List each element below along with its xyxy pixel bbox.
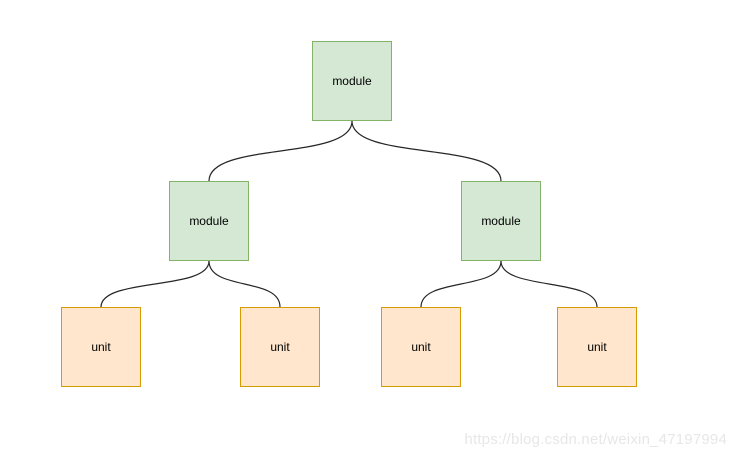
node-unit-1-label: unit — [91, 340, 111, 354]
node-module-right: module — [461, 181, 541, 261]
node-module-right-label: module — [481, 214, 521, 228]
edge-left-module-to-unit-2 — [208, 260, 281, 308]
node-unit-3: unit — [381, 307, 461, 387]
node-unit-4: unit — [557, 307, 637, 387]
node-unit-1: unit — [61, 307, 141, 387]
edge-right-module-to-unit-4 — [500, 260, 598, 308]
node-module-root-label: module — [332, 74, 372, 88]
edge-root-to-right-module — [351, 120, 502, 182]
node-unit-4-label: unit — [587, 340, 607, 354]
node-unit-3-label: unit — [411, 340, 431, 354]
node-module-left-label: module — [189, 214, 229, 228]
edge-right-module-to-unit-3 — [420, 260, 502, 308]
node-module-root: module — [312, 41, 392, 121]
node-module-left: module — [169, 181, 249, 261]
csdn-watermark: https://blog.csdn.net/weixin_47197994 — [464, 431, 727, 448]
edge-root-to-left-module — [208, 120, 353, 182]
edge-left-module-to-unit-1 — [100, 260, 210, 308]
node-unit-2: unit — [240, 307, 320, 387]
node-unit-2-label: unit — [270, 340, 290, 354]
